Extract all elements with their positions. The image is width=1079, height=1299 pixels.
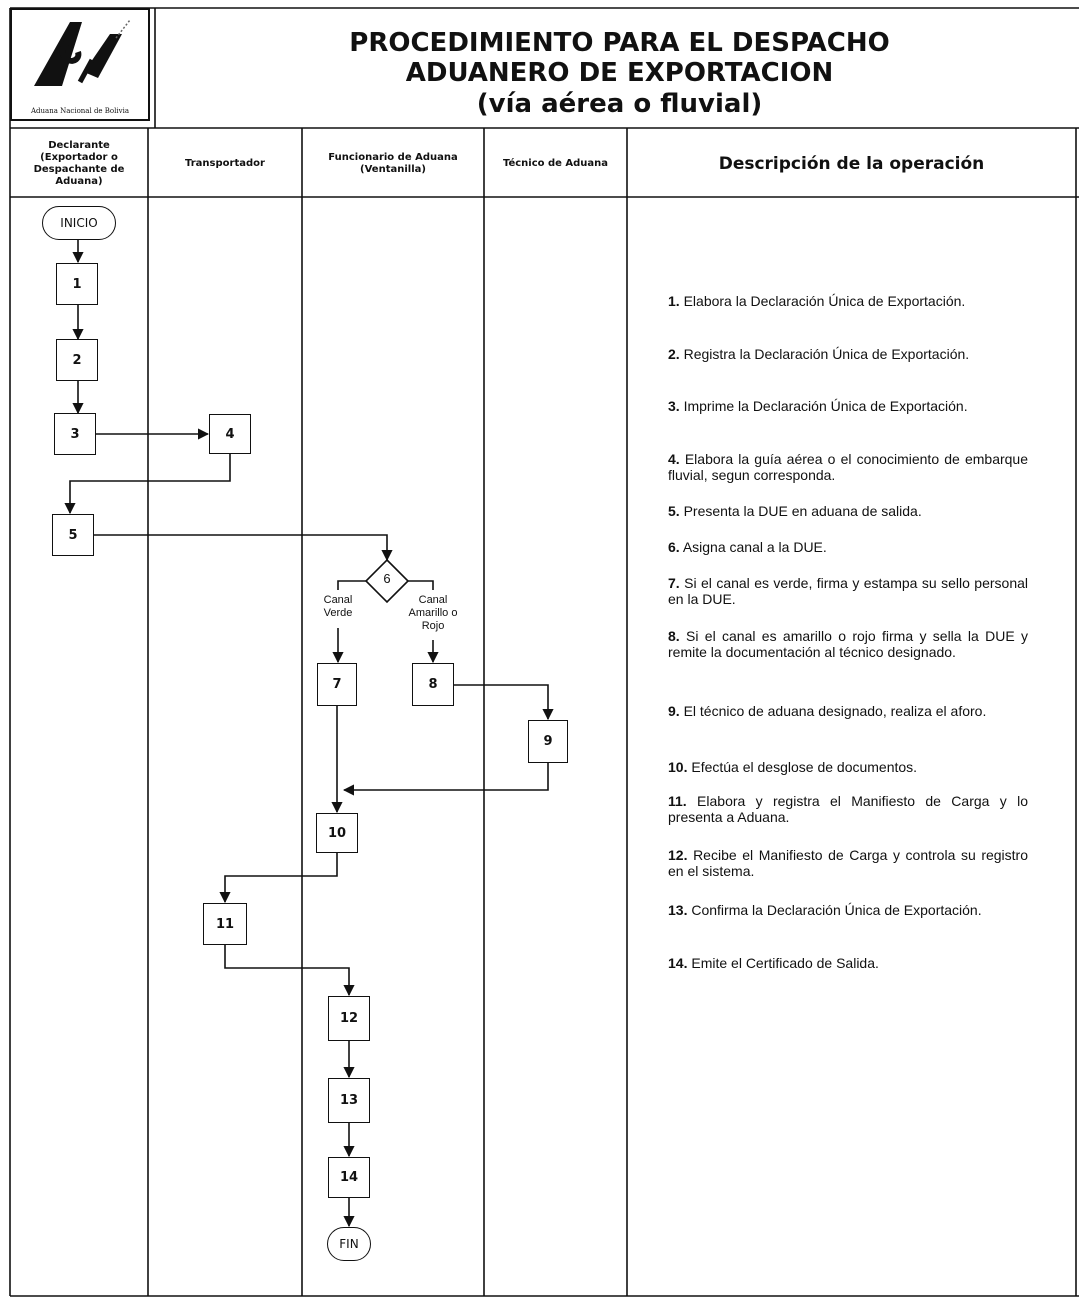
logo-box: Aduana Nacional de Bolivia xyxy=(10,8,150,121)
description-item-11: 11. Elabora y registra el Manifiesto de … xyxy=(668,793,1029,825)
description-item-2: 2. Registra la Declaración Única de Expo… xyxy=(668,346,970,362)
description-item-5: 5. Presenta la DUE en aduana de salida. xyxy=(668,503,922,519)
title-line-3: (vía aérea o fluvial) xyxy=(476,89,763,119)
column-header-descripcion: Descripción de la operación xyxy=(718,153,985,174)
branch-label-yellow-red: Canal Amarillo o Rojo xyxy=(408,594,458,632)
step-node-6-label: 6 xyxy=(383,571,391,586)
step-node-12: 12 xyxy=(328,996,370,1041)
description-item-9: 9. El técnico de aduana designado, reali… xyxy=(668,703,987,719)
description-item-14: 14. Emite el Certificado de Salida. xyxy=(668,955,879,971)
step-node-8: 8 xyxy=(412,663,454,706)
step-node-9: 9 xyxy=(528,720,568,763)
step-node-2: 2 xyxy=(56,339,98,381)
logo-caption: Aduana Nacional de Bolivia xyxy=(31,107,129,115)
step-node-4: 4 xyxy=(209,414,251,454)
column-header-tecnico: Técnico de Aduana xyxy=(502,157,609,169)
branch-label-green: Canal Verde xyxy=(323,594,353,619)
description-item-7: 7. Si el canal es verde, firma y estampa… xyxy=(668,575,1029,607)
customs-logo xyxy=(34,19,131,86)
start-node: INICIO xyxy=(42,206,116,240)
step-node-10: 10 xyxy=(316,813,358,853)
step-node-1: 1 xyxy=(56,263,98,305)
step-node-13: 13 xyxy=(328,1078,370,1123)
description-item-8: 8. Si el canal es amarillo o rojo firma … xyxy=(668,628,1029,660)
description-item-4: 4. Elabora la guía aérea o el conocimien… xyxy=(668,451,1029,483)
description-item-3: 3. Imprime la Declaración Única de Expor… xyxy=(668,398,968,414)
title-line-1: PROCEDIMIENTO PARA EL DESPACHO xyxy=(349,28,890,58)
step-node-7: 7 xyxy=(317,663,357,706)
column-header-funcionario: Funcionario de Aduana (Ventanilla) xyxy=(328,151,458,175)
step-node-5: 5 xyxy=(52,514,94,556)
description-item-12: 12. Recibe el Manifiesto de Carga y cont… xyxy=(668,847,1028,879)
description-item-10: 10. Efectúa el desglose de documentos. xyxy=(668,759,918,775)
step-node-3: 3 xyxy=(54,413,96,455)
column-header-declarante: Declarante (Exportador o Despachante de … xyxy=(33,139,125,187)
end-node: FIN xyxy=(327,1227,371,1261)
step-node-14: 14 xyxy=(328,1157,370,1198)
step-node-11: 11 xyxy=(203,903,247,945)
description-item-13: 13. Confirma la Declaración Única de Exp… xyxy=(668,902,982,918)
decision-diamond xyxy=(364,558,410,604)
description-item-6: 6. Asigna canal a la DUE. xyxy=(668,539,827,555)
description-item-1: 1. Elabora la Declaración Única de Expor… xyxy=(668,293,966,309)
column-header-transportador: Transportador xyxy=(185,157,265,169)
title-line-2: ADUANERO DE EXPORTACION xyxy=(405,58,834,88)
